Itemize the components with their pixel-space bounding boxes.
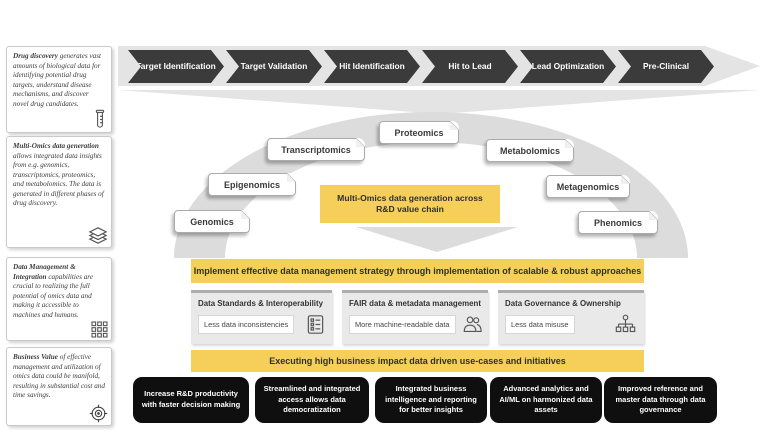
card-value: Less data misuse	[505, 315, 575, 334]
card-row: Less data inconsistencies	[198, 314, 325, 335]
center-pointer-wedge	[356, 227, 518, 252]
card-value: Less data inconsistencies	[198, 315, 295, 334]
omics-label-metagenomics: Metagenomics	[546, 175, 630, 198]
omics-label-genomics: Genomics	[174, 210, 250, 233]
outcome-business-intelligence: Integrated business intelligence and rep…	[375, 377, 487, 423]
note-data-management: Data Management & Integration capabiliti…	[6, 257, 112, 341]
card-data-standards: Data Standards & Interoperability Less d…	[191, 290, 332, 344]
omics-label-transcriptomics: Transcriptomics	[267, 138, 365, 161]
note-lead: Data Management & Integration	[13, 263, 76, 281]
omics-text: Transcriptomics	[281, 144, 351, 155]
funnel-wedge	[118, 90, 760, 114]
stage-target-identification: Target Identification	[128, 50, 224, 83]
rd-pipeline: Target Identification Target Validation …	[128, 50, 714, 83]
card-title: Data Standards & Interoperability	[198, 299, 323, 308]
card-title: FAIR data & metadata management	[349, 299, 481, 308]
stage-lead-optimization: Lead Optimization	[520, 50, 616, 83]
omics-text: Phenomics	[593, 217, 642, 228]
note-lead: Multi-Omics data generation	[13, 142, 99, 150]
note-business-value: Business Value of effective management a…	[6, 347, 112, 426]
omics-text: Epigenomics	[223, 179, 280, 190]
note-text: of effective management and utilization …	[13, 353, 105, 399]
card-value: More machine-readable data	[349, 314, 456, 334]
folded-corner	[450, 121, 459, 130]
test-tube-icon	[92, 109, 108, 130]
outcome-rd-productivity: Increase R&D productivity with faster de…	[133, 377, 249, 423]
business-usecases-banner: Executing high business impact data driv…	[191, 350, 644, 372]
org-chart-icon	[614, 314, 637, 335]
card-row: More machine-readable data	[349, 314, 484, 334]
folded-corner	[565, 139, 574, 148]
omics-text: Genomics	[190, 216, 234, 227]
outcome-advanced-analytics: Advanced analytics and AI/ML on harmoniz…	[490, 377, 602, 423]
folded-corner	[241, 210, 250, 219]
omics-text: Metagenomics	[556, 181, 620, 192]
omics-label-metabolomics: Metabolomics	[486, 139, 574, 162]
folded-corner	[649, 211, 658, 220]
card-row: Less data misuse	[505, 314, 637, 335]
omics-label-proteomics: Proteomics	[379, 121, 459, 144]
layers-icon	[88, 226, 108, 245]
omics-label-epigenomics: Epigenomics	[208, 173, 296, 196]
note-lead: Business Value	[13, 353, 58, 361]
omics-text: Metabolomics	[499, 145, 560, 156]
grid-icon	[91, 321, 108, 338]
outcome-master-data: Improved reference and master data throu…	[604, 377, 717, 423]
stage-target-validation: Target Validation	[226, 50, 322, 83]
note-drug-discovery: Drug discovery generates vast amounts of…	[6, 46, 112, 133]
checklist-icon	[306, 314, 325, 335]
note-text: generates vast amounts of biological dat…	[13, 52, 102, 108]
target-icon	[89, 404, 108, 423]
folded-corner	[287, 173, 296, 182]
stage-hit-to-lead: Hit to Lead	[422, 50, 518, 83]
card-data-governance: Data Governance & Ownership Less data mi…	[498, 290, 644, 344]
folded-corner	[621, 175, 630, 184]
note-multi-omics: Multi-Omics data generation allows integ…	[6, 136, 112, 248]
data-management-banner: Implement effective data management stra…	[191, 259, 644, 283]
card-fair-data: FAIR data & metadata management More mac…	[342, 290, 488, 344]
card-title: Data Governance & Ownership	[505, 299, 621, 308]
stage-hit-identification: Hit Identification	[324, 50, 420, 83]
people-icon	[461, 314, 484, 334]
note-text: allows integrated data insights from e.g…	[13, 151, 104, 208]
omics-label-phenomics: Phenomics	[578, 211, 658, 234]
multi-omics-center-box: Multi-Omics data generation across R&D v…	[320, 185, 500, 223]
stage-pre-clinical: Pre-Clinical	[618, 50, 714, 83]
folded-corner	[356, 138, 365, 147]
outcome-data-democratization: Streamlined and integrated access allows…	[255, 377, 369, 423]
omics-text: Proteomics	[394, 127, 444, 138]
note-text: capabilities are crucial to realizing th…	[13, 272, 94, 319]
note-lead: Drug discovery	[13, 52, 58, 60]
